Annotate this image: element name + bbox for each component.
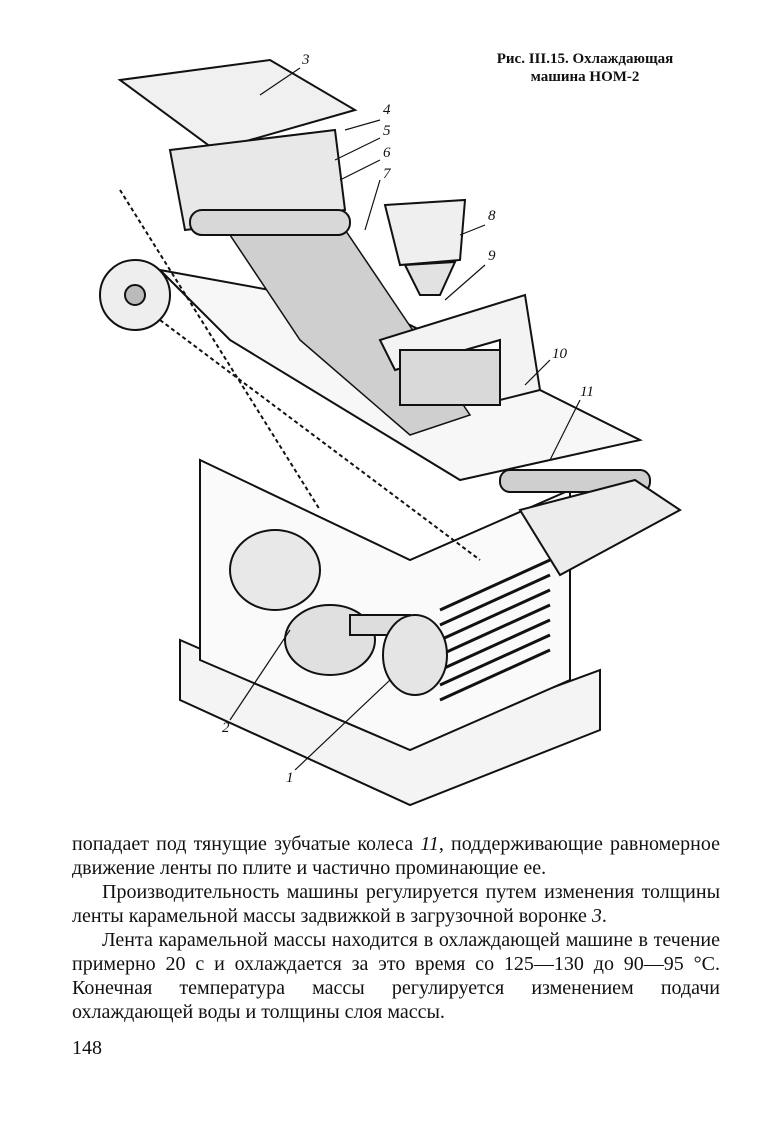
callout-4: 4 <box>383 102 391 118</box>
callout-11: 11 <box>580 384 594 400</box>
body-text: попадает под тянущие зубчатые колеса 11,… <box>72 832 720 1024</box>
caption-line-2: машина НОМ-2 <box>530 69 640 85</box>
electric-motor <box>382 614 448 696</box>
ref-11: 11 <box>420 833 439 855</box>
callout-5: 5 <box>383 123 391 139</box>
callout-1: 1 <box>286 770 294 786</box>
small-hopper <box>383 198 467 267</box>
callout-8: 8 <box>488 208 496 224</box>
cabinet-louvers <box>439 558 551 702</box>
figure-caption: Рис. III.15. Охлаждающая машина НОМ-2 <box>470 50 700 86</box>
callout-6: 6 <box>383 145 391 161</box>
page-number: 148 <box>72 1037 102 1059</box>
callout-9: 9 <box>488 248 496 264</box>
output-tray <box>518 478 682 577</box>
machine-illustration: 3 4 5 6 7 8 9 10 11 2 1 <box>80 40 720 830</box>
hopper-body <box>168 128 347 232</box>
callout-3: 3 <box>301 52 310 68</box>
callout-10: 10 <box>552 346 568 362</box>
paragraph-1: попадает под тянущие зубчатые колеса 11,… <box>72 833 721 879</box>
caption-line-1: Рис. III.15. Охлаждающая <box>496 51 674 67</box>
loading-hopper <box>117 58 358 152</box>
callout-7: 7 <box>383 166 392 182</box>
gear-motor <box>229 529 321 611</box>
ref-3: 3 <box>591 905 602 927</box>
paragraph-2: Производительность машины регулируется п… <box>72 881 720 927</box>
feed-roller <box>189 209 351 236</box>
forming-unit <box>399 349 501 406</box>
paragraph-3: Лента карамельной массы находится в охла… <box>72 929 720 1023</box>
cooling-machine-drawing: 3 4 5 6 7 8 9 10 11 2 1 <box>99 52 682 807</box>
callout-2: 2 <box>222 720 230 736</box>
